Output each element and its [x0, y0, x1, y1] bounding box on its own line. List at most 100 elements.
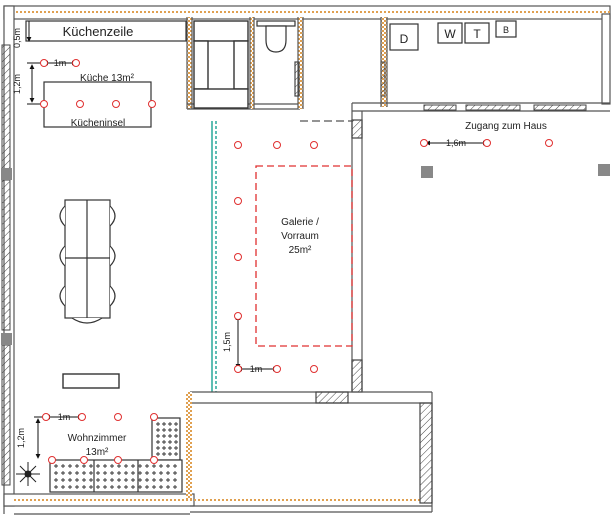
dim-05m: 0,5m: [12, 21, 32, 48]
washer-box: [437, 22, 463, 44]
sofa-cross: [82, 485, 86, 489]
light-marker: [310, 365, 318, 373]
sofa-cross: [61, 485, 65, 489]
sofa-cross: [168, 440, 172, 444]
sofa-cross: [89, 464, 93, 468]
sofa-cross: [173, 478, 177, 482]
sofa-cross: [162, 434, 166, 438]
light-marker: [234, 253, 242, 261]
dim-1m-galerie: 1m: [237, 364, 278, 374]
kitchen-island: Kücheninsel: [43, 81, 152, 129]
dim-1m-wohn: 1m: [45, 412, 83, 422]
wohnzimmer-label-1: Wohnzimmer: [68, 433, 127, 444]
sofa-cross: [131, 485, 135, 489]
glass-wall: [211, 121, 217, 392]
kuechenzeile-label: Küchenzeile: [63, 24, 134, 39]
utility-lower-windows: [423, 104, 587, 111]
dim-12m-kueche: 1,2m: [12, 62, 42, 105]
dim-12m-wohn: 1,2m: [16, 416, 46, 459]
light-marker: [48, 456, 56, 464]
sofa-cross: [152, 485, 156, 489]
sofa-cross: [124, 464, 128, 468]
sofa-cross: [166, 464, 170, 468]
light-marker: [234, 312, 242, 320]
light-marker: [40, 59, 48, 67]
light-marker: [72, 59, 80, 67]
sofa-cross: [156, 440, 160, 444]
zugang-label: Zugang zum Haus: [465, 121, 547, 132]
sofa-cross: [68, 464, 72, 468]
galerie-label-1: Galerie /: [281, 217, 319, 228]
sofa-cross: [82, 464, 86, 468]
sofa-cross: [103, 464, 107, 468]
sofa-cross: [117, 471, 121, 475]
ceiling-lights: [40, 59, 553, 464]
sofa-cross: [110, 478, 114, 482]
sofa-cross: [61, 471, 65, 475]
sofa-cross: [103, 471, 107, 475]
sofa-cross: [166, 471, 170, 475]
light-marker: [114, 413, 122, 421]
left-windows: [1, 44, 12, 486]
light-marker: [310, 141, 318, 149]
sofa-cross: [82, 478, 86, 482]
sofa-cross: [156, 434, 160, 438]
sofa-cross: [54, 478, 58, 482]
sofa-cross: [68, 478, 72, 482]
sofa-cross: [168, 422, 172, 426]
sofa-cross: [152, 464, 156, 468]
sofa-cross: [166, 485, 170, 489]
sofa-cross: [145, 478, 149, 482]
dim-1m-kueche-label: 1m: [54, 58, 67, 68]
light-marker: [545, 139, 553, 147]
sofa-cross: [174, 428, 178, 432]
sofa-cross: [54, 485, 58, 489]
sofa-cross: [156, 422, 160, 426]
sofa-cross: [156, 446, 160, 450]
sofa-cross: [162, 452, 166, 456]
sofa-cross: [159, 464, 163, 468]
kuecheninsel-label: Kücheninsel: [71, 118, 125, 129]
dining-table: [59, 199, 116, 324]
sofa-cross: [166, 478, 170, 482]
sofa-cross: [61, 464, 65, 468]
sofa-cross: [174, 422, 178, 426]
sofa-cross: [174, 446, 178, 450]
sofa-cross: [68, 471, 72, 475]
sofa-cross: [145, 464, 149, 468]
sofa-cross: [159, 485, 163, 489]
sofa-cross: [131, 478, 135, 482]
light-marker: [273, 141, 281, 149]
sofa-cross: [156, 428, 160, 432]
light-marker: [42, 413, 50, 421]
sofa-cross: [174, 440, 178, 444]
sofa-cross: [103, 478, 107, 482]
sofa-cross: [174, 434, 178, 438]
sofa-cross: [110, 471, 114, 475]
sofa-cross: [75, 464, 79, 468]
appliances: D W T B: [389, 20, 517, 51]
sofa-cross: [131, 471, 135, 475]
appliance-b-label: B: [503, 25, 509, 35]
dim-05m-label: 0,5m: [12, 28, 22, 48]
sofa-cross: [162, 422, 166, 426]
light-marker: [76, 100, 84, 108]
dim-1m-galerie-label: 1m: [250, 364, 263, 374]
light-marker: [150, 413, 158, 421]
sofa-pattern: [54, 422, 178, 489]
sofa-cross: [168, 434, 172, 438]
sofa-cross: [68, 485, 72, 489]
sofa-cross: [61, 478, 65, 482]
sofa-cross: [159, 478, 163, 482]
light-marker: [483, 139, 491, 147]
light-marker: [148, 100, 156, 108]
sofa-cross: [173, 485, 177, 489]
galerie-label-2: Vorraum: [281, 231, 319, 242]
sofa-cross: [152, 471, 156, 475]
sofa-cross: [103, 485, 107, 489]
wohnzimmer-label-2: 13m²: [86, 447, 109, 458]
gallery-walls: [186, 103, 433, 512]
sofa-cross: [138, 471, 142, 475]
kitchen-counter: Küchenzeile: [25, 20, 187, 42]
